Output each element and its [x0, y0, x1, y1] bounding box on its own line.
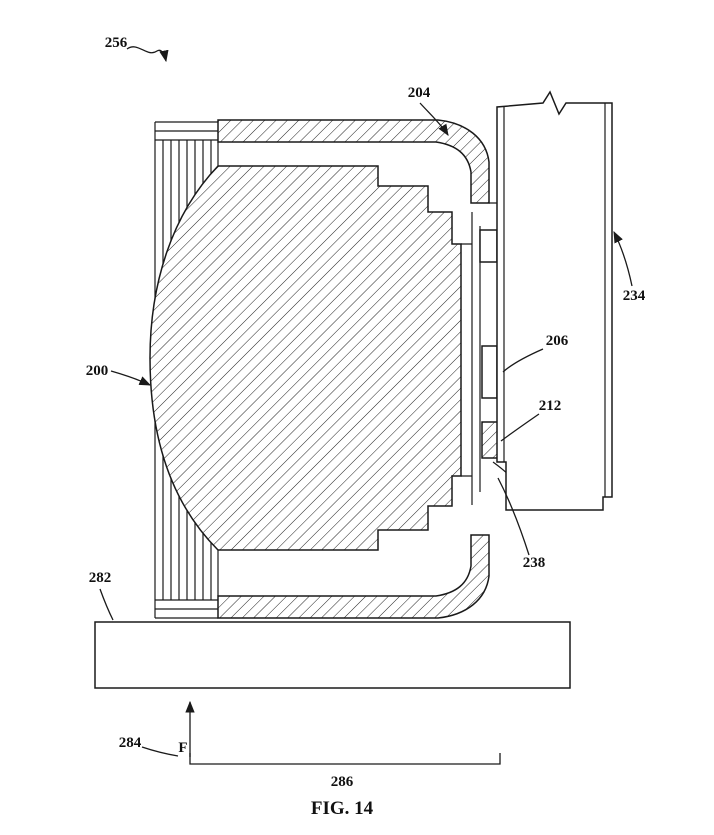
ref-label-286: 286	[331, 774, 354, 790]
ref-label-204: 204	[408, 85, 431, 101]
leader-lines	[99, 46, 633, 757]
circuit-board	[496, 90, 613, 511]
ref-label-256: 256	[105, 35, 128, 51]
bracket-part	[479, 229, 498, 263]
ref-label-282: 282	[89, 570, 112, 586]
connector-parts	[461, 202, 534, 508]
dimension-bracket-286	[189, 753, 501, 765]
force-label: F	[178, 740, 187, 756]
contact-part-206	[481, 345, 498, 399]
lens-body-section	[149, 165, 462, 551]
ref-label-284: 284	[119, 735, 142, 751]
top-cover-section	[217, 119, 490, 204]
base-plate	[94, 621, 571, 689]
ref-label-238: 238	[523, 555, 546, 571]
ref-label-212: 212	[539, 398, 562, 414]
bottom-cover-section	[217, 534, 490, 619]
ref-label-234: 234	[623, 288, 646, 304]
ref-label-206: 206	[546, 333, 569, 349]
ref-label-200: 200	[86, 363, 109, 379]
figure-caption: FIG. 14	[311, 798, 374, 819]
